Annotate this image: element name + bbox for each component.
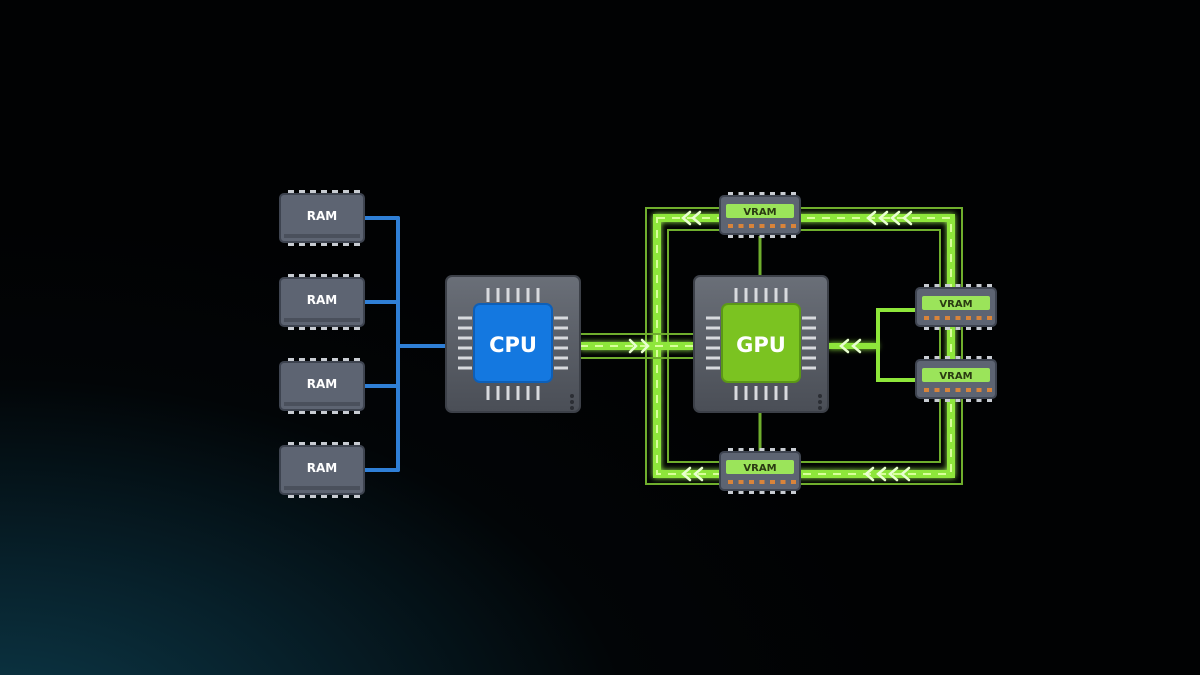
- vram-label-plate: [726, 204, 794, 218]
- ram-body: [279, 361, 365, 411]
- vram-label: VRAM: [743, 463, 776, 474]
- vram-label-plate: [922, 296, 990, 310]
- vram-label: VRAM: [939, 371, 972, 382]
- vram-modules: VRAM VRAM VRAM VRAM: [719, 192, 997, 494]
- cpu-label: CPU: [489, 333, 537, 357]
- ram-body: [279, 193, 365, 243]
- ram-label: RAM: [307, 209, 337, 223]
- ram-label: RAM: [307, 461, 337, 475]
- ram-body: [279, 277, 365, 327]
- ram-bus: [362, 216, 448, 472]
- vram-module-right-lower: VRAM: [915, 356, 997, 402]
- ram-body: [279, 445, 365, 495]
- vram-label-plate: [726, 460, 794, 474]
- vram-label: VRAM: [743, 207, 776, 218]
- vram-module-top: VRAM: [719, 192, 801, 238]
- gpu-chip: GPU: [693, 275, 829, 413]
- ram-module: RAM: [279, 358, 365, 414]
- ram-module: RAM: [279, 442, 365, 498]
- cpu-chip: CPU: [445, 275, 581, 413]
- vram-bus: [580, 207, 963, 485]
- ram-module: RAM: [279, 274, 365, 330]
- vram-module-right-upper: VRAM: [915, 284, 997, 330]
- ram-module: RAM: [279, 190, 365, 246]
- gpu-die: [721, 303, 801, 383]
- ram-label: RAM: [307, 293, 337, 307]
- vram-label: VRAM: [939, 299, 972, 310]
- ram-label: RAM: [307, 377, 337, 391]
- vram-label-plate: [922, 368, 990, 382]
- ram-modules: RAM RAM RAM RAM: [279, 190, 365, 498]
- gpu-label: GPU: [736, 333, 786, 357]
- cpu-die: [473, 303, 553, 383]
- vram-module-bottom: VRAM: [719, 448, 801, 494]
